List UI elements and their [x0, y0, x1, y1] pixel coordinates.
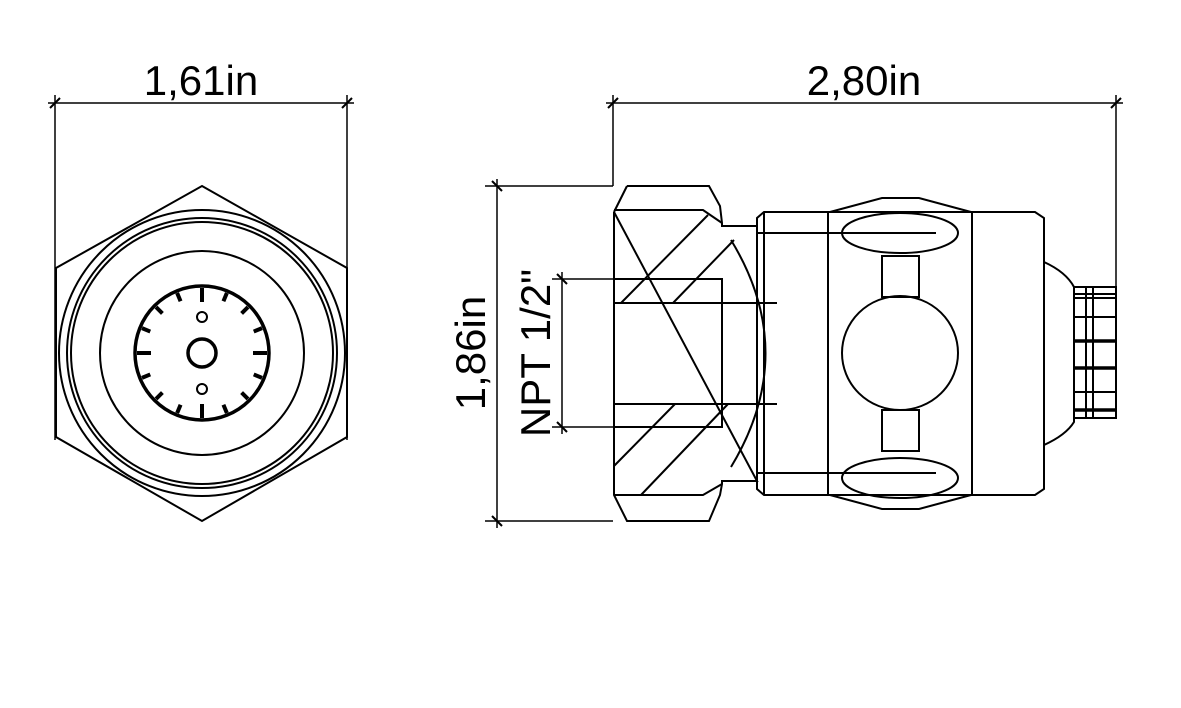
center-lobe [841, 295, 959, 411]
body [756, 211, 1045, 496]
disc-slot [240, 305, 250, 315]
side-view: 2,80in 1,86in NPT 1/2" [447, 57, 1123, 528]
length-dimension: 2,80in [606, 57, 1123, 290]
disc-slot [154, 305, 164, 315]
outlet-lobe-bottom [841, 457, 959, 499]
disc-slots [137, 288, 267, 418]
height-dimension: 1,86in [447, 179, 613, 528]
disc-slot [252, 326, 263, 334]
thread-dimension-label: NPT 1/2" [512, 269, 559, 437]
front-view: 1,61in [48, 57, 354, 523]
small-hole-bottom [196, 383, 208, 395]
disc-slot [141, 372, 152, 380]
disc-slot [221, 292, 229, 303]
outer-ring-3 [70, 221, 334, 485]
small-hole-top [196, 311, 208, 323]
height-dimension-label: 1,86in [447, 296, 494, 410]
thread-bore [613, 278, 723, 428]
section-hatching [613, 214, 735, 496]
width-dimension-label: 1,61in [144, 57, 258, 104]
sphere-arc [730, 239, 767, 468]
disc-slot [141, 326, 152, 334]
outer-ring [58, 209, 346, 497]
hex-nut [613, 185, 759, 522]
hex-outline [55, 184, 348, 523]
middle-ring [99, 250, 305, 456]
outer-ring-2 [66, 217, 338, 489]
outlet-lobe-top [841, 212, 959, 254]
disc-slot [175, 292, 183, 303]
length-dimension-label: 2,80in [807, 57, 921, 104]
disc-slot [221, 403, 229, 414]
nozzle-disc [133, 284, 271, 422]
disc-slot [240, 391, 250, 401]
rear-cap [1043, 261, 1075, 446]
disc-slot [252, 372, 263, 380]
width-dimension: 1,61in [48, 57, 354, 440]
knurled-tip [1073, 286, 1117, 419]
disc-slot [154, 391, 164, 401]
disc-slot [175, 403, 183, 414]
center-orifice [186, 337, 218, 369]
thread-dimension: NPT 1/2" [512, 269, 614, 437]
